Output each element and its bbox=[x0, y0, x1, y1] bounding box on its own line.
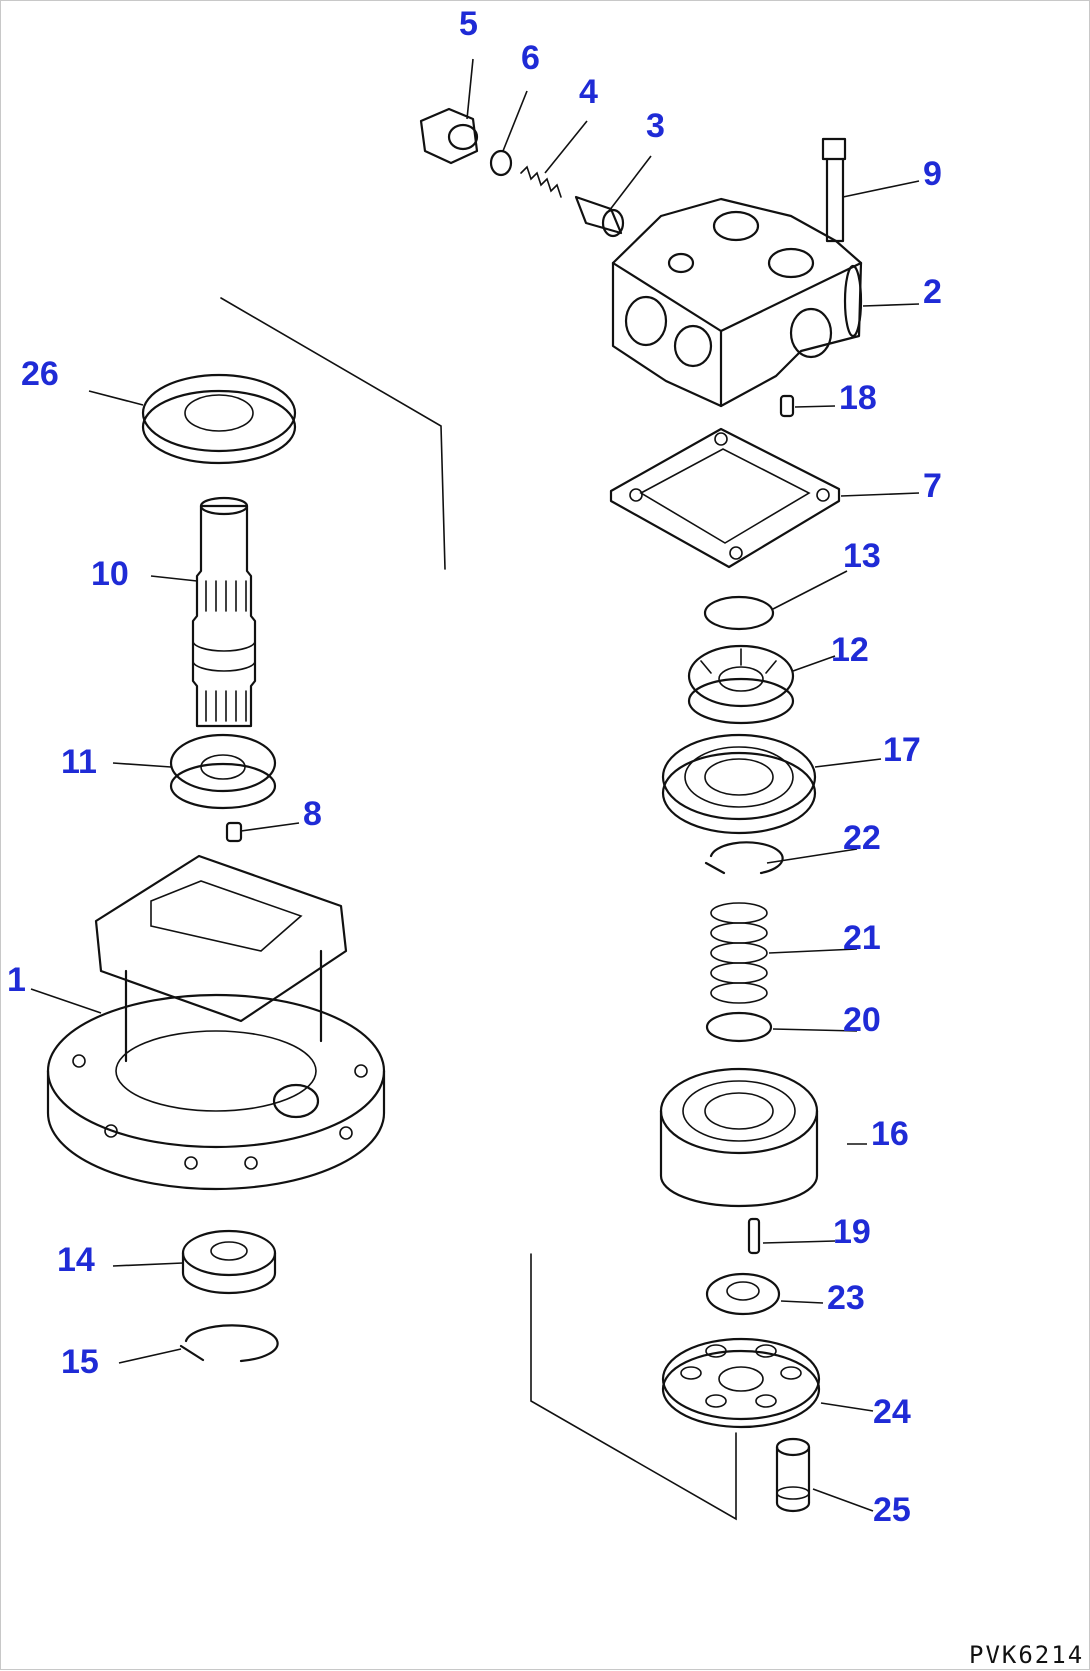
part-4-spring bbox=[520, 165, 562, 198]
callout-24: 24 bbox=[873, 1393, 911, 1431]
callout-7: 7 bbox=[923, 467, 942, 505]
part-15-snap-ring bbox=[179, 1324, 279, 1363]
callout-3: 3 bbox=[646, 107, 665, 145]
callout-10: 10 bbox=[91, 555, 129, 593]
part-16-cylinder-block bbox=[659, 1067, 819, 1208]
part-12-cam-ring bbox=[687, 644, 795, 725]
callout-15: 15 bbox=[61, 1343, 99, 1381]
part-3-valve bbox=[574, 195, 625, 238]
part-10-shaft bbox=[191, 496, 257, 728]
callout-9: 9 bbox=[923, 155, 942, 193]
part-25-pin bbox=[775, 1437, 811, 1513]
part-1-housing bbox=[46, 854, 386, 1191]
group-frame-lower bbox=[530, 1253, 737, 1521]
group-frame-upper bbox=[220, 297, 446, 570]
drawing-code: PVK6214 bbox=[969, 1641, 1084, 1669]
part-26-washer bbox=[141, 373, 297, 465]
callout-20: 20 bbox=[843, 1001, 881, 1039]
part-14-bearing bbox=[181, 1229, 277, 1295]
callout-13: 13 bbox=[843, 537, 881, 575]
callout-22: 22 bbox=[843, 819, 881, 857]
callout-11: 11 bbox=[61, 743, 97, 781]
part-8-pin bbox=[225, 821, 243, 843]
callout-2: 2 bbox=[923, 273, 942, 311]
leader-lines bbox=[30, 58, 920, 1512]
callout-5: 5 bbox=[459, 5, 478, 43]
part-20-washer bbox=[705, 1011, 773, 1043]
callout-8: 8 bbox=[303, 795, 322, 833]
part-22-snap-ring bbox=[704, 841, 784, 875]
callout-1: 1 bbox=[7, 961, 26, 999]
callout-19: 19 bbox=[833, 1213, 871, 1251]
callout-23: 23 bbox=[827, 1279, 865, 1317]
callout-4: 4 bbox=[579, 73, 598, 111]
part-24-valve-plate bbox=[661, 1337, 821, 1429]
callout-16: 16 bbox=[871, 1115, 909, 1153]
part-6-o-ring bbox=[489, 149, 513, 177]
part-21-spring bbox=[710, 902, 768, 1004]
callout-21: 21 bbox=[843, 919, 881, 957]
part-23-bushing bbox=[705, 1272, 781, 1316]
part-18-pin bbox=[779, 394, 795, 418]
callout-25: 25 bbox=[873, 1491, 911, 1529]
part-13-o-ring bbox=[703, 595, 775, 631]
callout-12: 12 bbox=[831, 631, 869, 669]
callout-labels: 5 6 4 3 9 2 18 7 13 12 17 22 21 20 16 19… bbox=[7, 5, 942, 1529]
part-7-gasket bbox=[609, 427, 841, 569]
callout-18: 18 bbox=[839, 379, 877, 417]
part-5-plug bbox=[419, 107, 479, 165]
callout-17: 17 bbox=[883, 731, 921, 769]
part-2-valve-housing bbox=[611, 197, 863, 408]
part-11-cam-ring bbox=[169, 733, 277, 810]
callout-26: 26 bbox=[21, 355, 59, 393]
part-19-pin bbox=[747, 1217, 761, 1255]
part-17-plate bbox=[661, 733, 817, 835]
callout-14: 14 bbox=[57, 1241, 95, 1279]
callout-6: 6 bbox=[521, 39, 540, 77]
part-9-bolt bbox=[821, 137, 847, 243]
